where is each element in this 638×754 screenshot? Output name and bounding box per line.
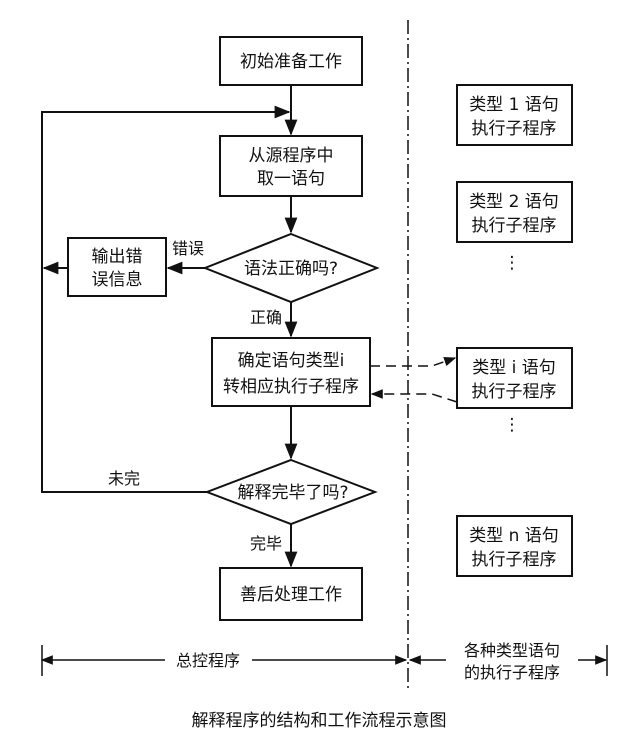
edge-label-done: 完毕 <box>250 534 282 553</box>
typei-box <box>456 347 573 409</box>
type2-box <box>456 181 573 243</box>
ellipsis-upper: ⋮ <box>504 253 521 273</box>
typen-box <box>456 515 573 577</box>
init-label: 初始准备工作 <box>240 52 342 72</box>
dispatch-label-line2: 转相应执行子程序 <box>223 377 359 397</box>
figure-caption: 解释程序的结构和工作流程示意图 <box>192 711 447 731</box>
type1-label-line2: 执行子程序 <box>472 119 557 139</box>
typei-label-line2: 执行子程序 <box>472 382 557 402</box>
type2-label-line1: 类型 2 语句 <box>469 192 559 212</box>
error-output-label-line1: 输出错 <box>92 247 143 267</box>
edge-label-correct: 正确 <box>250 308 282 327</box>
done-check-label: 解释完毕了吗? <box>237 483 348 503</box>
typen-label-line2: 执行子程序 <box>472 550 557 570</box>
section-label-subprograms-line2: 的执行子程序 <box>464 663 560 682</box>
type2-label-line2: 执行子程序 <box>472 216 557 236</box>
edge-dispatch-to-typei <box>370 357 457 367</box>
type1-label-line1: 类型 1 语句 <box>469 95 559 115</box>
dispatch-label-line1: 确定语句类型i <box>238 351 345 371</box>
edge-typei-to-dispatch <box>370 389 458 403</box>
typen-label-line1: 类型 n 语句 <box>469 526 559 546</box>
cleanup-box <box>219 567 363 621</box>
edge-label-error: 错误 <box>172 239 204 258</box>
cleanup-label: 善后处理工作 <box>240 585 342 605</box>
ellipsis-lower: ⋮ <box>504 415 521 435</box>
fetch-label-line2: 取一语句 <box>257 169 325 189</box>
typei-label-line1: 类型 i 语句 <box>472 358 556 378</box>
edge-loop-back <box>41 105 291 493</box>
fetch-label-line1: 从源程序中 <box>249 146 334 166</box>
edge-label-not-done: 未完 <box>108 469 140 488</box>
error-output-label-line2: 误信息 <box>92 270 143 290</box>
section-label-subprograms-line1: 各种类型语句 <box>464 641 560 660</box>
syntax-check-label: 语法正确吗? <box>244 259 338 279</box>
section-label-main-control: 总控程序 <box>176 651 240 670</box>
type1-box <box>456 84 573 146</box>
